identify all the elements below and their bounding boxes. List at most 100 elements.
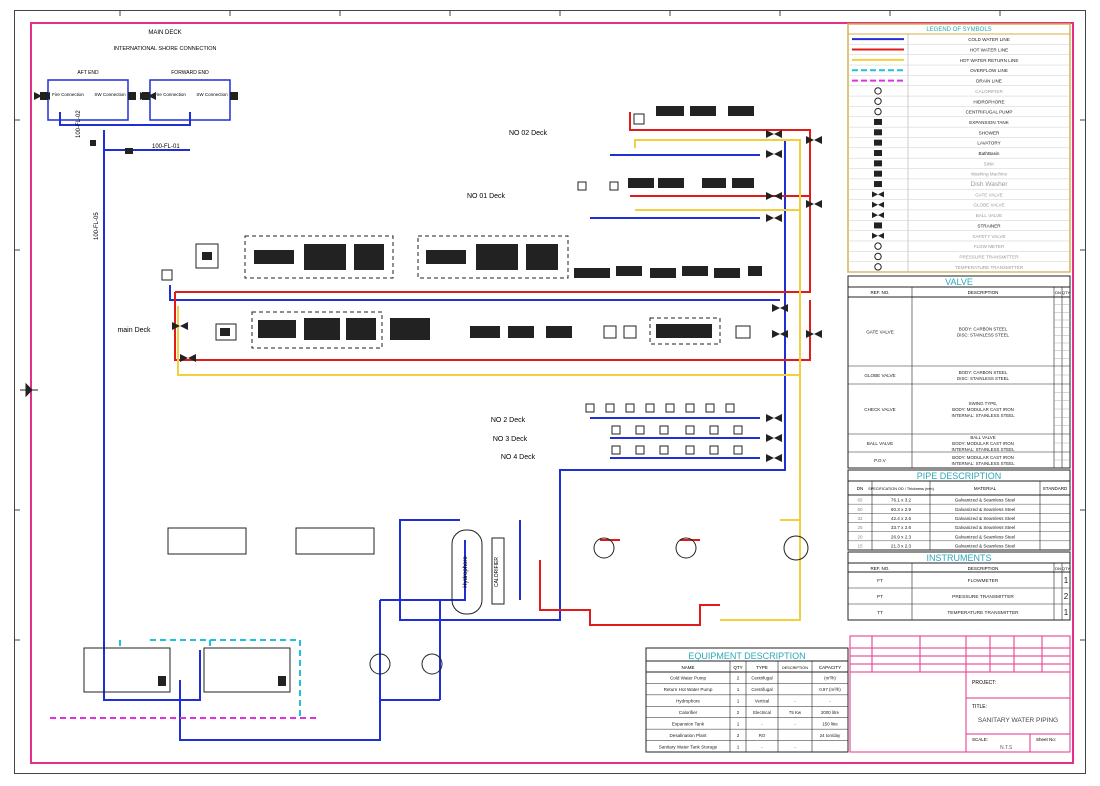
fixture-icons bbox=[161, 106, 762, 455]
equipment-capacity: (m³/h) bbox=[824, 676, 836, 681]
fire-connection-label: Fire Connection bbox=[52, 92, 84, 97]
legend-label: OVERFLOW LINE bbox=[970, 68, 1008, 73]
centering-mark-left bbox=[20, 382, 38, 398]
pipe-tag-fl02: 100-FL-02 bbox=[76, 110, 82, 138]
deck-label-main: main Deck bbox=[117, 327, 151, 334]
legend-label: BALL VALVE bbox=[976, 213, 1002, 218]
instr-header-qty: QTY bbox=[1062, 566, 1071, 571]
equipment-name: Expansion Tank bbox=[672, 721, 705, 726]
legend-label: Dish Washer bbox=[971, 181, 1009, 188]
equipment-name: Hydrophore bbox=[676, 699, 700, 704]
pipe-header-dn: DN bbox=[857, 486, 864, 491]
instruments-title: INSTRUMENTS bbox=[927, 553, 992, 563]
instrument-ref: PT bbox=[877, 594, 883, 600]
legend-label: GLOBE VALVE bbox=[973, 203, 1004, 208]
pipe-table: PIPE DESCRIPTION DN SPECIFICATION OD / T… bbox=[847, 469, 1071, 551]
equipment-name: Desalination Plant bbox=[669, 733, 707, 738]
hydrophore-icon bbox=[874, 97, 882, 105]
deck-label-no3: NO 3 Deck bbox=[493, 436, 528, 443]
valve-title: VALVE bbox=[945, 277, 973, 287]
instrument-desc: FLOWMETER bbox=[968, 578, 999, 584]
drawing-outer-frame bbox=[14, 10, 1086, 774]
valve-ref: CHECK VALVE bbox=[864, 407, 896, 412]
scale-value: N.T.S bbox=[1000, 745, 1013, 751]
hot-water-return-lines bbox=[177, 139, 801, 621]
equipment-table: EQUIPMENT DESCRIPTION NAME QTY TYPE DESC… bbox=[645, 647, 849, 753]
calorifier-label: CALORIFIER bbox=[494, 557, 500, 587]
valve-header-dn: DN bbox=[1055, 290, 1061, 295]
equipment-name: Sanitary Water Tank Storage bbox=[659, 744, 718, 749]
equipment-desc: - bbox=[794, 721, 796, 726]
valve-ref: BALL VALVE bbox=[867, 441, 893, 446]
valve-desc: INTERNAL: STAINLESS STEEL bbox=[951, 447, 1015, 452]
pipe-dn: 15 bbox=[857, 543, 863, 548]
valve-ref: GLOBE VALVE bbox=[864, 373, 895, 378]
valve-header-desc: DESCRIPTION bbox=[968, 290, 999, 295]
hydrophore-label: Hydrophore bbox=[463, 556, 469, 588]
legend-title: LEGEND OF SYMBOLS bbox=[926, 27, 991, 33]
instrument-ref: TT bbox=[877, 610, 883, 616]
equipment-type: Centrifugal bbox=[751, 676, 772, 681]
valve-desc: BODY: MODULAR CAST IRON bbox=[952, 455, 1014, 460]
legend-label: DRAIN LINE bbox=[976, 79, 1002, 84]
dishwasher-icon bbox=[874, 181, 882, 188]
equipment-desc: - bbox=[794, 744, 796, 749]
equipment-type: Vertical bbox=[755, 699, 769, 704]
pipe-header-standard: STANDARD bbox=[1043, 486, 1068, 491]
equipment-capacity: 0.97 (m³/h) bbox=[819, 687, 841, 692]
legend-label: LAVATORY bbox=[977, 141, 1000, 146]
pipe-spec: 21.3 x 2.3 bbox=[891, 543, 912, 548]
washer-icon bbox=[874, 170, 882, 177]
instr-header-dn: DN bbox=[1055, 566, 1061, 571]
legend-label: SAFETY VALVE bbox=[972, 234, 1005, 239]
equipment-desc: 75 Kw bbox=[789, 710, 802, 715]
equipment-capacity: 24 ton/day bbox=[820, 733, 841, 738]
valve-desc: DISC: STAINLESS STEEL bbox=[957, 333, 1009, 338]
equipment-qty: 2 bbox=[737, 676, 740, 681]
sw-connection-label-fwd: SW Connection bbox=[196, 92, 228, 97]
pipe-header-material: MATERIAL bbox=[974, 486, 997, 491]
shower-icon bbox=[874, 129, 882, 136]
strainer-icon bbox=[874, 222, 882, 229]
legend-label: HIDROPHORE bbox=[973, 99, 1004, 104]
valve-desc: BODY: MODULAR CAST IRON bbox=[952, 407, 1014, 412]
equipment-name: Calorifier bbox=[679, 710, 698, 715]
equip-header-desc: DESCRIPTION bbox=[782, 666, 808, 670]
legend-label: CENTRIFUGAL PUMP bbox=[966, 110, 1013, 115]
equipment-qty: 2 bbox=[737, 733, 740, 738]
deck-label-no2: NO 2 Deck bbox=[491, 417, 526, 424]
globe-valve-icon bbox=[872, 201, 884, 208]
lavatory-icon bbox=[874, 139, 882, 146]
valve-symbols bbox=[34, 92, 822, 462]
legend-label: STRAINER bbox=[977, 223, 1001, 228]
equipment-name: Cold Water Pump bbox=[670, 676, 707, 681]
pipe-spec: 42.4 x 2.6 bbox=[891, 516, 912, 521]
calorifier-icon bbox=[874, 87, 882, 95]
pipe-dn: 20 bbox=[857, 534, 863, 539]
instrument-desc: TEMPERATURE TRANSMITTER bbox=[947, 610, 1019, 616]
drawing-border bbox=[30, 22, 1074, 764]
pipe-material: Galvanized & Seamless Steel bbox=[955, 543, 1016, 548]
sheet-label: Sheet No: bbox=[1036, 737, 1056, 742]
pipe-title: PIPE DESCRIPTION bbox=[917, 471, 1002, 481]
pipe-material: Galvanized & Seamless Steel bbox=[955, 516, 1016, 521]
pipe-spec: 33.7 x 2.6 bbox=[891, 525, 912, 530]
valve-desc: SWING TYPE, bbox=[969, 401, 998, 406]
frame-ticks bbox=[14, 10, 1086, 641]
pt-icon bbox=[874, 252, 882, 261]
equipment-title: EQUIPMENT DESCRIPTION bbox=[688, 651, 805, 661]
pipe-tag-fl05: 100-FL-05 bbox=[94, 212, 100, 240]
valve-desc: BODY: MODULAR CAST IRON bbox=[952, 441, 1014, 446]
title-label: TITLE: bbox=[972, 704, 987, 710]
tank-icon bbox=[874, 118, 882, 125]
equipment-name: Return Hot Water Pump bbox=[664, 687, 713, 692]
revision-strip bbox=[849, 635, 1071, 673]
pipe-dn: 50 bbox=[857, 507, 863, 512]
deck-label-no4: NO 4 Deck bbox=[501, 454, 536, 461]
gate-valve-icon bbox=[872, 191, 884, 198]
equipment-capacity: - bbox=[829, 699, 831, 704]
legend-label: CALORIFIER bbox=[975, 89, 1003, 94]
equipment-qty: 2 bbox=[737, 710, 740, 715]
instrument-qty: 1 bbox=[1064, 576, 1069, 585]
